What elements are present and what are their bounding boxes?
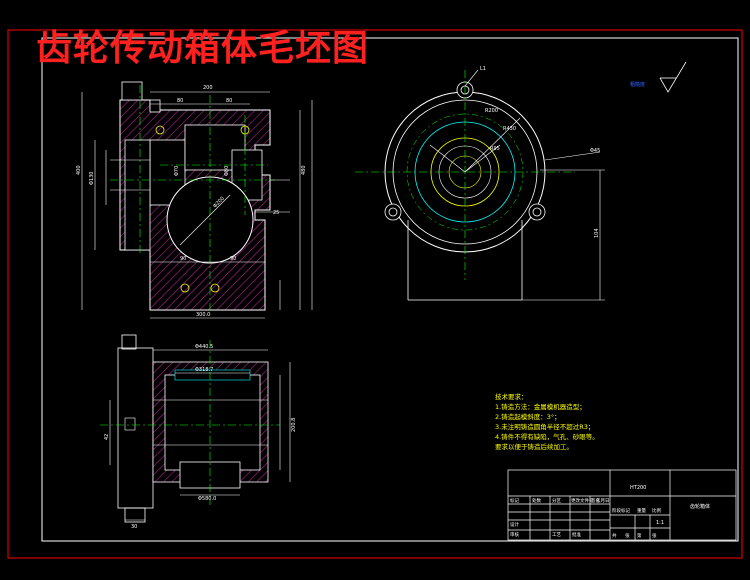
tb-cell-14: 张 <box>625 532 630 539</box>
dim-bottom: Φ580.0 <box>198 496 216 502</box>
dim-right-height: 480 <box>301 165 307 175</box>
tb-cell-1: 处数 <box>532 497 541 504</box>
tb-cell-13: 共 <box>612 532 617 539</box>
roughness-symbol: 粗糙度 <box>630 61 687 93</box>
dim-bottom-small: 30 <box>131 524 137 530</box>
tb-cell-0: 标记 <box>510 497 519 504</box>
dim-bore-small: Φ70 <box>174 166 180 176</box>
tb-cell-3: 更改文件号 <box>571 497 594 504</box>
technical-notes: 技术要求： 1.铸造方法：金属模机器造型； 2.铸造起模斜度：3°； 3.未注明… <box>495 392 599 452</box>
dim-top: Φ440.5 <box>195 344 213 350</box>
tb-material: HT200 <box>630 485 646 491</box>
dim-left-pos: 80 <box>177 98 183 104</box>
tb-cell-4: 签名 <box>591 497 600 504</box>
notes-line-5: 要求以便于铸造后续加工。 <box>495 443 573 451</box>
dim-right-small: 25 <box>273 210 279 216</box>
dim-height: 104 <box>594 228 600 238</box>
dim-right-h: 200.8 <box>291 418 297 432</box>
dim-bottom-width: 300.0 <box>196 312 210 318</box>
dim-inner: Φ318.7 <box>195 367 213 373</box>
notes-heading: 技术要求： <box>495 393 528 401</box>
tb-cell-12: 比例 <box>652 507 661 514</box>
dim-mid-pos: 80 <box>226 98 232 104</box>
tb-cell-5: 年月日 <box>596 497 610 504</box>
dim-left-height: 400 <box>76 165 82 175</box>
dim-r2: R200 <box>485 108 498 114</box>
dim-total-width: 200 <box>203 85 213 91</box>
dim-left-w: Φ130 <box>89 172 95 185</box>
notes-line-1: 1.铸造方法：金属模机器造型； <box>495 403 586 411</box>
dim-bottom-left: 90 <box>180 256 186 262</box>
sheet-border-outer <box>7 29 743 559</box>
dim-r3: R95 <box>490 146 500 152</box>
tb-cell-16: 张 <box>652 532 657 539</box>
tb-cell-8: 工艺 <box>552 532 561 538</box>
dim-right: Φ45 <box>590 148 600 154</box>
title-block-text: 标记 处数 分区 更改文件号 签名 年月日 设计 审核 工艺 批准 阶段标记 重… <box>510 485 710 539</box>
sheet-border-inner <box>41 37 739 542</box>
label-top: L1 <box>480 66 486 72</box>
tb-name: 齿轮箱体 <box>690 503 710 510</box>
tb-cell-10: 阶段标记 <box>612 507 630 514</box>
dim-r1: R430 <box>503 126 516 132</box>
tb-cell-9: 批准 <box>572 531 581 538</box>
page-title: 齿轮传动箱体毛坯图 <box>36 27 370 69</box>
end-view: R430 R200 R95 Φ45 104 L1 <box>355 66 605 301</box>
tb-cell-2: 分区 <box>552 497 561 504</box>
tb-cell-6: 设计 <box>510 521 519 528</box>
symbol-label: 粗糙度 <box>630 81 645 88</box>
tb-cell-11: 重量 <box>637 507 646 514</box>
notes-line-2: 2.铸造起模斜度：3°； <box>495 413 561 421</box>
tb-cell-15: 第 <box>637 532 642 539</box>
tb-cell-7: 审核 <box>510 531 519 538</box>
section-view-front: 200 80 80 Φ200 Φ70 Φ80 480 300.0 90 90 2… <box>76 81 313 319</box>
dim-bottom-right: 90 <box>230 256 236 262</box>
title-block <box>507 469 737 541</box>
notes-line-3: 3.未注明铸造圆角半径不超过R3； <box>495 423 595 431</box>
tb-scale: 1:1 <box>656 520 664 526</box>
dim-left-h: 42 <box>104 434 110 440</box>
notes-line-4: 4.铸件不得有缺陷，气孔、砂眼等。 <box>495 433 599 441</box>
top-view: Φ440.5 Φ318.7 Φ580.0 42 200.8 30 <box>100 334 297 530</box>
dim-bore-small2: Φ80 <box>224 166 230 176</box>
